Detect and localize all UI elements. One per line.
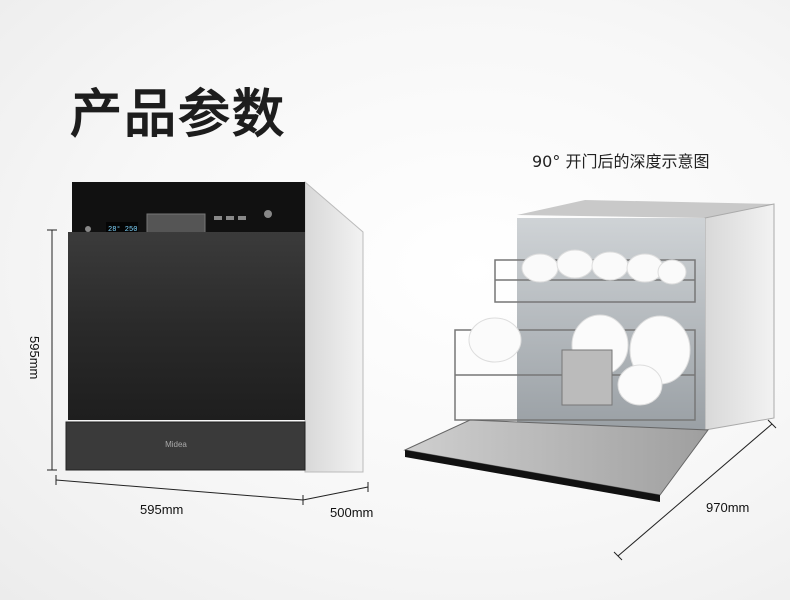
- open-depth-line: [617, 423, 773, 557]
- door-edge: [405, 450, 660, 502]
- program-button: [214, 216, 222, 220]
- lower-plates: [468, 314, 691, 406]
- digital-display: [106, 222, 138, 234]
- upper-plates: [521, 249, 687, 285]
- program-button: [226, 216, 234, 220]
- power-button-icon: [85, 226, 91, 232]
- brand-logo: Midea: [165, 440, 187, 449]
- side-panel: [704, 203, 775, 431]
- start-button-icon: [264, 210, 272, 218]
- open-dishwasher: [403, 200, 775, 502]
- page-title: 产品参数: [70, 85, 287, 145]
- open-door-caption: 90° 开门后的深度示意图: [532, 152, 710, 171]
- kick-plate: [65, 421, 306, 471]
- cutlery-basket: [561, 349, 613, 406]
- open-depth-dimension-label: 970mm: [706, 500, 750, 515]
- open-door: [403, 419, 709, 496]
- depth-line: [302, 486, 369, 501]
- control-buttons: [85, 210, 272, 232]
- top-panel: [517, 200, 774, 218]
- side-panel: [304, 180, 364, 473]
- closed-dishwasher: 28° 250 Midea: [65, 180, 364, 473]
- width-line: [55, 479, 304, 501]
- display-readout: 28° 250: [108, 225, 137, 234]
- depth-dimension-label: 500mm: [330, 505, 374, 520]
- program-button: [238, 216, 246, 220]
- width-dimension-label: 595mm: [140, 502, 184, 517]
- height-dimension-label: 595mm: [27, 336, 42, 380]
- dimension-lines: [47, 229, 777, 561]
- front-door: [68, 232, 305, 420]
